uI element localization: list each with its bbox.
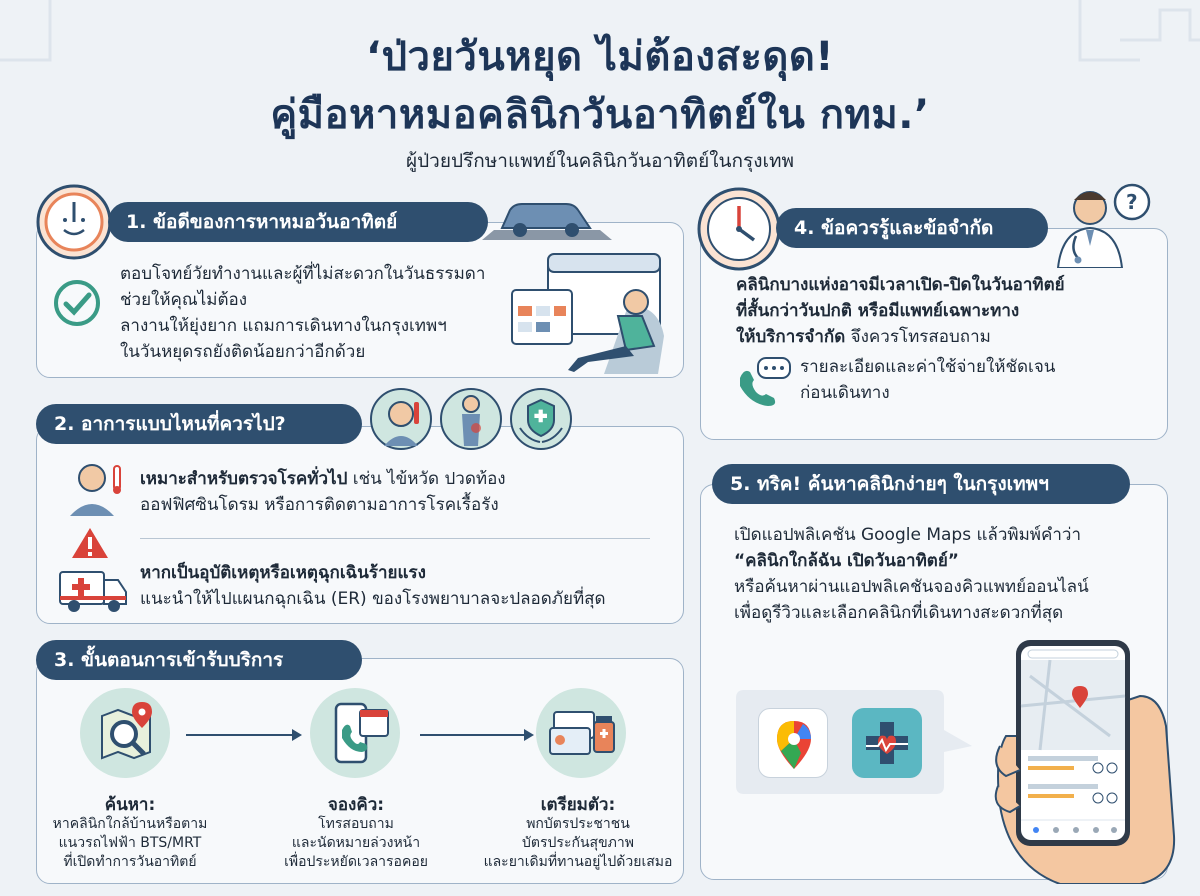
section4-line-4: รายละเอียดและค่าใช้จ่ายให้ชัดเจน <box>800 357 1056 377</box>
step-2-text: จองคิว: โทรสอบถาม และนัดหมายล่วงหน้า เพื… <box>266 796 446 872</box>
step-1-line-2: แนวรถไฟฟ้า BTS/MRT <box>58 835 202 851</box>
step-3-line-2: บัตรประกันสุขภาพ <box>522 835 634 851</box>
back-pain-person-icon <box>440 388 502 450</box>
section2-item1-line2: ออฟฟิศซินโดรม หรือการติดตามอาการโรคเรื้อ… <box>140 495 499 515</box>
section4-line-5: ก่อนเดินทาง <box>800 383 890 403</box>
section2-item2-bold: หากเป็นอุบัติเหตุหรือเหตุฉุกเฉินร้ายแรง <box>140 563 426 583</box>
section5-line-3: หรือค้นหาผ่านแอปพลิเคชันจองคิวแพทย์ออนไล… <box>734 577 1089 597</box>
section2-item2-line2: แนะนำให้ไปแผนกฉุกเฉิน (ER) ของโรงพยาบาลจ… <box>140 589 606 609</box>
section5-heading: 5. ทริค! ค้นหาคลินิกง่ายๆ ในกรุงเทพฯ <box>712 464 1130 504</box>
section5-line-4: เพื่อดูรีวิวและเลือกคลินิกที่เดินทางสะดว… <box>734 603 1064 623</box>
step-1-text: ค้นหา: หาคลินิกใกล้บ้านหรือตาม แนวรถไฟฟ้… <box>40 796 220 872</box>
clock-icon <box>697 187 781 271</box>
section1-line-4: ในวันหยุดรถยังติดน้อยกว่าอีกด้วย <box>120 342 366 362</box>
ambulance-icon <box>59 571 127 612</box>
fever-person-icon <box>370 388 432 450</box>
title-block: ‘ป่วยวันหยุด ไม่ต้องสะดุด! คู่มือหาหมอคล… <box>0 28 1200 176</box>
step-3-title: เตรียมตัว: <box>540 795 616 815</box>
doctor-question-icon: ? <box>1056 183 1151 268</box>
section2-item1-bold: เหมาะสำหรับตรวจโรคทั่วไป <box>140 469 348 489</box>
section5-line-1: เปิดแอปพลิเคชัน Google Maps แล้วพิมพ์คำว… <box>734 525 1082 545</box>
section2-item1-line1: เหมาะสำหรับตรวจโรคทั่วไป เช่น ไข้หวัด ปว… <box>140 466 506 492</box>
phone-chat-icon <box>740 357 791 406</box>
step-arrow-2 <box>420 734 526 736</box>
step-1-title: ค้นหา: <box>104 795 156 815</box>
section4-line-3: ให้บริการจำกัด จึงควรโทรสอบถาม <box>736 324 991 350</box>
section4-heading: 4. ข้อควรรู้และข้อจำกัด <box>776 208 1048 248</box>
section4-line-3-rest: จึงควรโทรสอบถาม <box>845 327 991 347</box>
subtitle: ผู้ป่วยปรึกษาแพทย์ในคลินิกวันอาทิตย์ในกร… <box>405 150 795 172</box>
section3-heading: 3. ขั้นตอนการเข้ารับบริการ <box>36 640 362 680</box>
hand-phone-icon <box>994 640 1176 884</box>
section1-heading: 1. ข้อดีของการหาหมอวันอาทิตย์ <box>108 202 488 242</box>
sick-person-icon <box>70 464 121 516</box>
svg-text:?: ? <box>1126 190 1138 214</box>
section2-panel <box>36 426 684 624</box>
step-1-line-3: ที่เปิดทำการวันอาทิตย์ <box>63 854 197 870</box>
phone-calendar-icon <box>310 688 400 778</box>
section4-line-2: ที่สั้นกว่าวันปกติ หรือมีแพทย์เฉพาะทาง <box>736 301 1020 321</box>
section1-line-3: ลางานให้ยุ่งยาก แถมการเดินทางในกรุงเทพฯ <box>120 316 447 336</box>
relaxing-person-calendar-icon <box>511 253 664 374</box>
step-2-title: จองคิว: <box>327 795 385 815</box>
section1-line-2: ช่วยให้คุณไม่ต้อง <box>120 290 248 310</box>
section1-line-1: ตอบโจทย์วัยทำงานและผู้ที่ไม่สะดวกในวันธร… <box>120 264 486 284</box>
warning-icon <box>72 528 108 558</box>
step-arrow-1 <box>186 734 294 736</box>
check-circle-icon <box>54 280 100 326</box>
car-road-icon <box>482 203 612 240</box>
step-3-text: เตรียมตัว: พกบัตรประชาชน บัตรประกันสุขภา… <box>476 796 680 872</box>
clock-smile-icon <box>36 184 112 260</box>
id-card-medicine-icon <box>536 688 626 778</box>
title-line-1: ‘ป่วยวันหยุด ไม่ต้องสะดุด! <box>365 34 835 80</box>
section2-item1-rest: เช่น ไข้หวัด ปวดท้อง <box>347 469 506 489</box>
map-search-icon <box>80 688 170 778</box>
health-shield-hands-icon <box>510 388 572 450</box>
step-3-line-1: พกบัตรประชาชน <box>526 816 630 832</box>
title-line-2: คู่มือหาหมอคลินิกวันอาทิตย์ใน กทม.’ <box>270 92 930 138</box>
section2-divider <box>140 538 650 539</box>
section4-line-1: คลินิกบางแห่งอาจมีเวลาเปิด-ปิดในวันอาทิต… <box>736 275 1065 295</box>
step-3-line-3: และยาเดิมที่ทานอยู่ไปด้วยเสมอ <box>483 854 673 870</box>
section4-line-3-bold: ให้บริการจำกัด <box>736 327 846 347</box>
step-arrow-2-head <box>524 729 534 741</box>
section2-heading: 2. อาการแบบไหนที่ควรไป? <box>36 404 362 444</box>
medical-app-icon[interactable] <box>852 708 922 778</box>
google-maps-icon[interactable] <box>758 708 828 778</box>
step-2-line-3: เพื่อประหยัดเวลารอคอย <box>284 854 428 870</box>
step-2-line-1: โทรสอบถาม <box>318 816 394 832</box>
step-2-line-2: และนัดหมายล่วงหน้า <box>291 835 421 851</box>
step-arrow-1-head <box>292 729 302 741</box>
section5-line-2: “คลินิกใกล้ฉัน เปิดวันอาทิตย์” <box>734 551 959 571</box>
step-1-line-1: หาคลินิกใกล้บ้านหรือตาม <box>52 816 208 832</box>
